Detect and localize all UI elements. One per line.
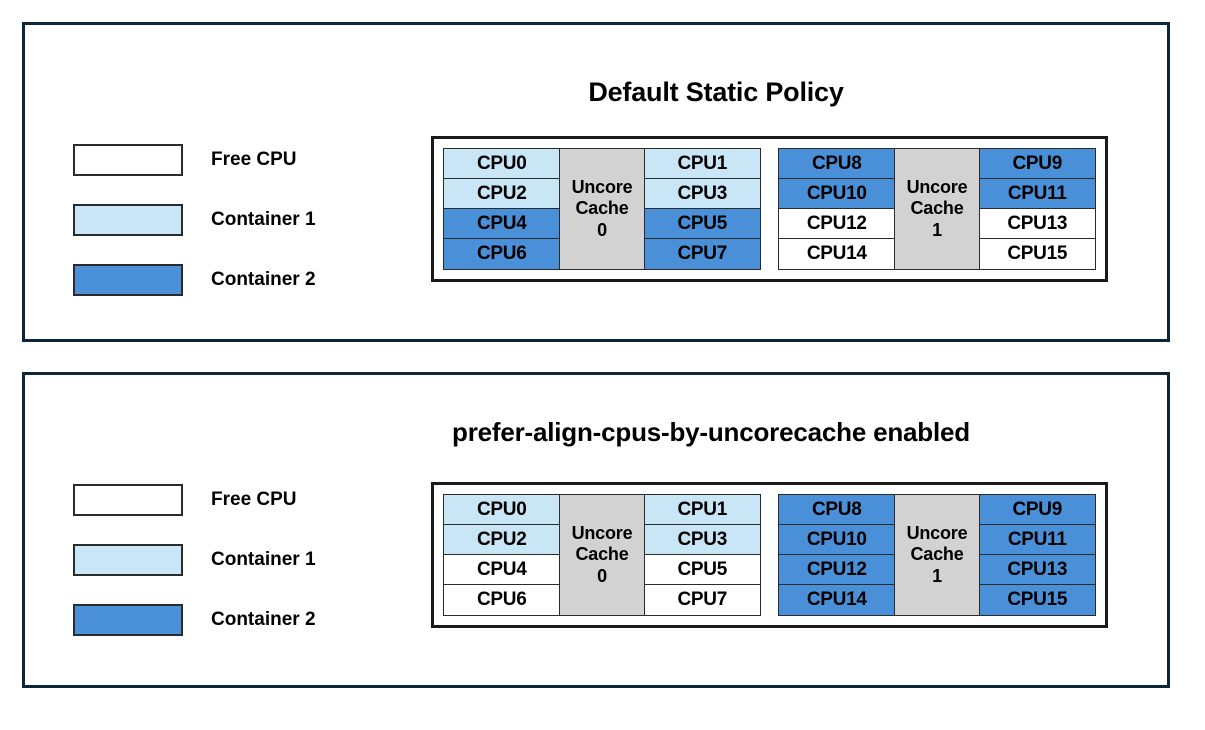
cpu-cell: CPU2 [443,524,561,556]
legend-item-container-2: Container 2 [73,590,316,650]
cpu-cell: CPU0 [443,148,561,180]
cpu-topology-grid: CPU0 CPU2 CPU4 CPU6 Uncore Cache 0 CPU1 … [431,482,1108,628]
cpu-cell: CPU14 [778,238,896,270]
legend-item-free-cpu: Free CPU [73,130,316,190]
page-title: Default Static Policy [588,77,844,107]
uncore-group-0: CPU0 CPU2 CPU4 CPU6 Uncore Cache 0 CPU1 … [443,494,761,616]
cpu-column-left: CPU0 CPU2 CPU4 CPU6 [443,494,561,616]
cpu-column-left: CPU8 CPU10 CPU12 CPU14 [778,494,896,616]
legend-swatch-free-cpu [73,484,183,516]
legend-item-container-1: Container 1 [73,190,316,250]
cpu-column-left: CPU8 CPU10 CPU12 CPU14 [778,148,896,270]
uncore-cache-label-line1: Uncore [571,177,633,198]
legend-swatch-container-1 [73,204,183,236]
uncore-cache-label-line2: Cache [575,544,629,565]
cpu-topology-grid: CPU0 CPU2 CPU4 CPU6 Uncore Cache 0 CPU1 … [431,136,1108,282]
cpu-cell: CPU1 [643,494,761,526]
legend-label-container-2: Container 2 [211,269,316,290]
uncore-cache-label-line1: Uncore [906,523,968,544]
uncore-cache-index: 1 [932,219,942,240]
cpu-cell: CPU9 [978,148,1096,180]
cpu-column-left: CPU0 CPU2 CPU4 CPU6 [443,148,561,270]
uncore-group-1: CPU8 CPU10 CPU12 CPU14 Uncore Cache 1 CP… [778,148,1096,270]
legend-label-free-cpu: Free CPU [211,489,297,510]
cpu-column-right: CPU9 CPU11 CPU13 CPU15 [978,494,1096,616]
cpu-cell: CPU15 [978,584,1096,616]
legend: Free CPU Container 1 Container 2 [73,130,316,310]
legend-item-container-2: Container 2 [73,250,316,310]
legend-item-container-1: Container 1 [73,530,316,590]
uncore-cache-index: 1 [932,565,942,586]
cpu-cell: CPU10 [778,524,896,556]
cpu-cell: CPU1 [643,148,761,180]
cpu-cell: CPU8 [778,148,896,180]
cpu-cell: CPU2 [443,178,561,210]
cpu-cell: CPU10 [778,178,896,210]
legend-swatch-free-cpu [73,144,183,176]
cpu-column-right: CPU1 CPU3 CPU5 CPU7 [643,494,761,616]
legend-swatch-container-1 [73,544,183,576]
cpu-cell: CPU13 [978,208,1096,240]
uncore-cache-block-1: Uncore Cache 1 [894,148,980,270]
uncore-group-0: CPU0 CPU2 CPU4 CPU6 Uncore Cache 0 CPU1 … [443,148,761,270]
diagram-panel-prefer-align-cpus-by-uncorecache: prefer-align-cpus-by-uncorecache enabled… [22,372,1170,688]
uncore-cache-label-line2: Cache [910,544,964,565]
cpu-cell: CPU14 [778,584,896,616]
uncore-cache-label-line2: Cache [575,198,629,219]
cpu-cell: CPU3 [643,178,761,210]
cpu-cell: CPU9 [978,494,1096,526]
uncore-cache-index: 0 [597,219,607,240]
cpu-cell: CPU7 [643,584,761,616]
cpu-column-right: CPU1 CPU3 CPU5 CPU7 [643,148,761,270]
uncore-cache-block-0: Uncore Cache 0 [559,148,645,270]
uncore-cache-block-0: Uncore Cache 0 [559,494,645,616]
cpu-cell: CPU5 [643,554,761,586]
cpu-cell: CPU3 [643,524,761,556]
cpu-cell: CPU6 [443,238,561,270]
cpu-cell: CPU7 [643,238,761,270]
cpu-cell: CPU0 [443,494,561,526]
legend-label-free-cpu: Free CPU [211,149,297,170]
uncore-cache-label-line2: Cache [910,198,964,219]
cpu-cell: CPU11 [978,524,1096,556]
legend: Free CPU Container 1 Container 2 [73,470,316,650]
legend-label-container-1: Container 1 [211,549,316,570]
uncore-cache-block-1: Uncore Cache 1 [894,494,980,616]
uncore-cache-index: 0 [597,565,607,586]
cpu-column-right: CPU9 CPU11 CPU13 CPU15 [978,148,1096,270]
legend-item-free-cpu: Free CPU [73,470,316,530]
cpu-cell: CPU12 [778,208,896,240]
page-title: prefer-align-cpus-by-uncorecache enabled [452,417,970,447]
diagram-panel-default-static-policy: Default Static Policy Free CPU Container… [22,22,1170,342]
cpu-cell: CPU13 [978,554,1096,586]
cpu-cell: CPU15 [978,238,1096,270]
legend-swatch-container-2 [73,264,183,296]
cpu-cell: CPU8 [778,494,896,526]
cpu-cell: CPU11 [978,178,1096,210]
cpu-cell: CPU4 [443,208,561,240]
cpu-cell: CPU4 [443,554,561,586]
legend-swatch-container-2 [73,604,183,636]
uncore-cache-label-line1: Uncore [571,523,633,544]
legend-label-container-1: Container 1 [211,209,316,230]
cpu-cell: CPU5 [643,208,761,240]
uncore-group-1: CPU8 CPU10 CPU12 CPU14 Uncore Cache 1 CP… [778,494,1096,616]
cpu-cell: CPU12 [778,554,896,586]
uncore-cache-label-line1: Uncore [906,177,968,198]
legend-label-container-2: Container 2 [211,609,316,630]
cpu-cell: CPU6 [443,584,561,616]
